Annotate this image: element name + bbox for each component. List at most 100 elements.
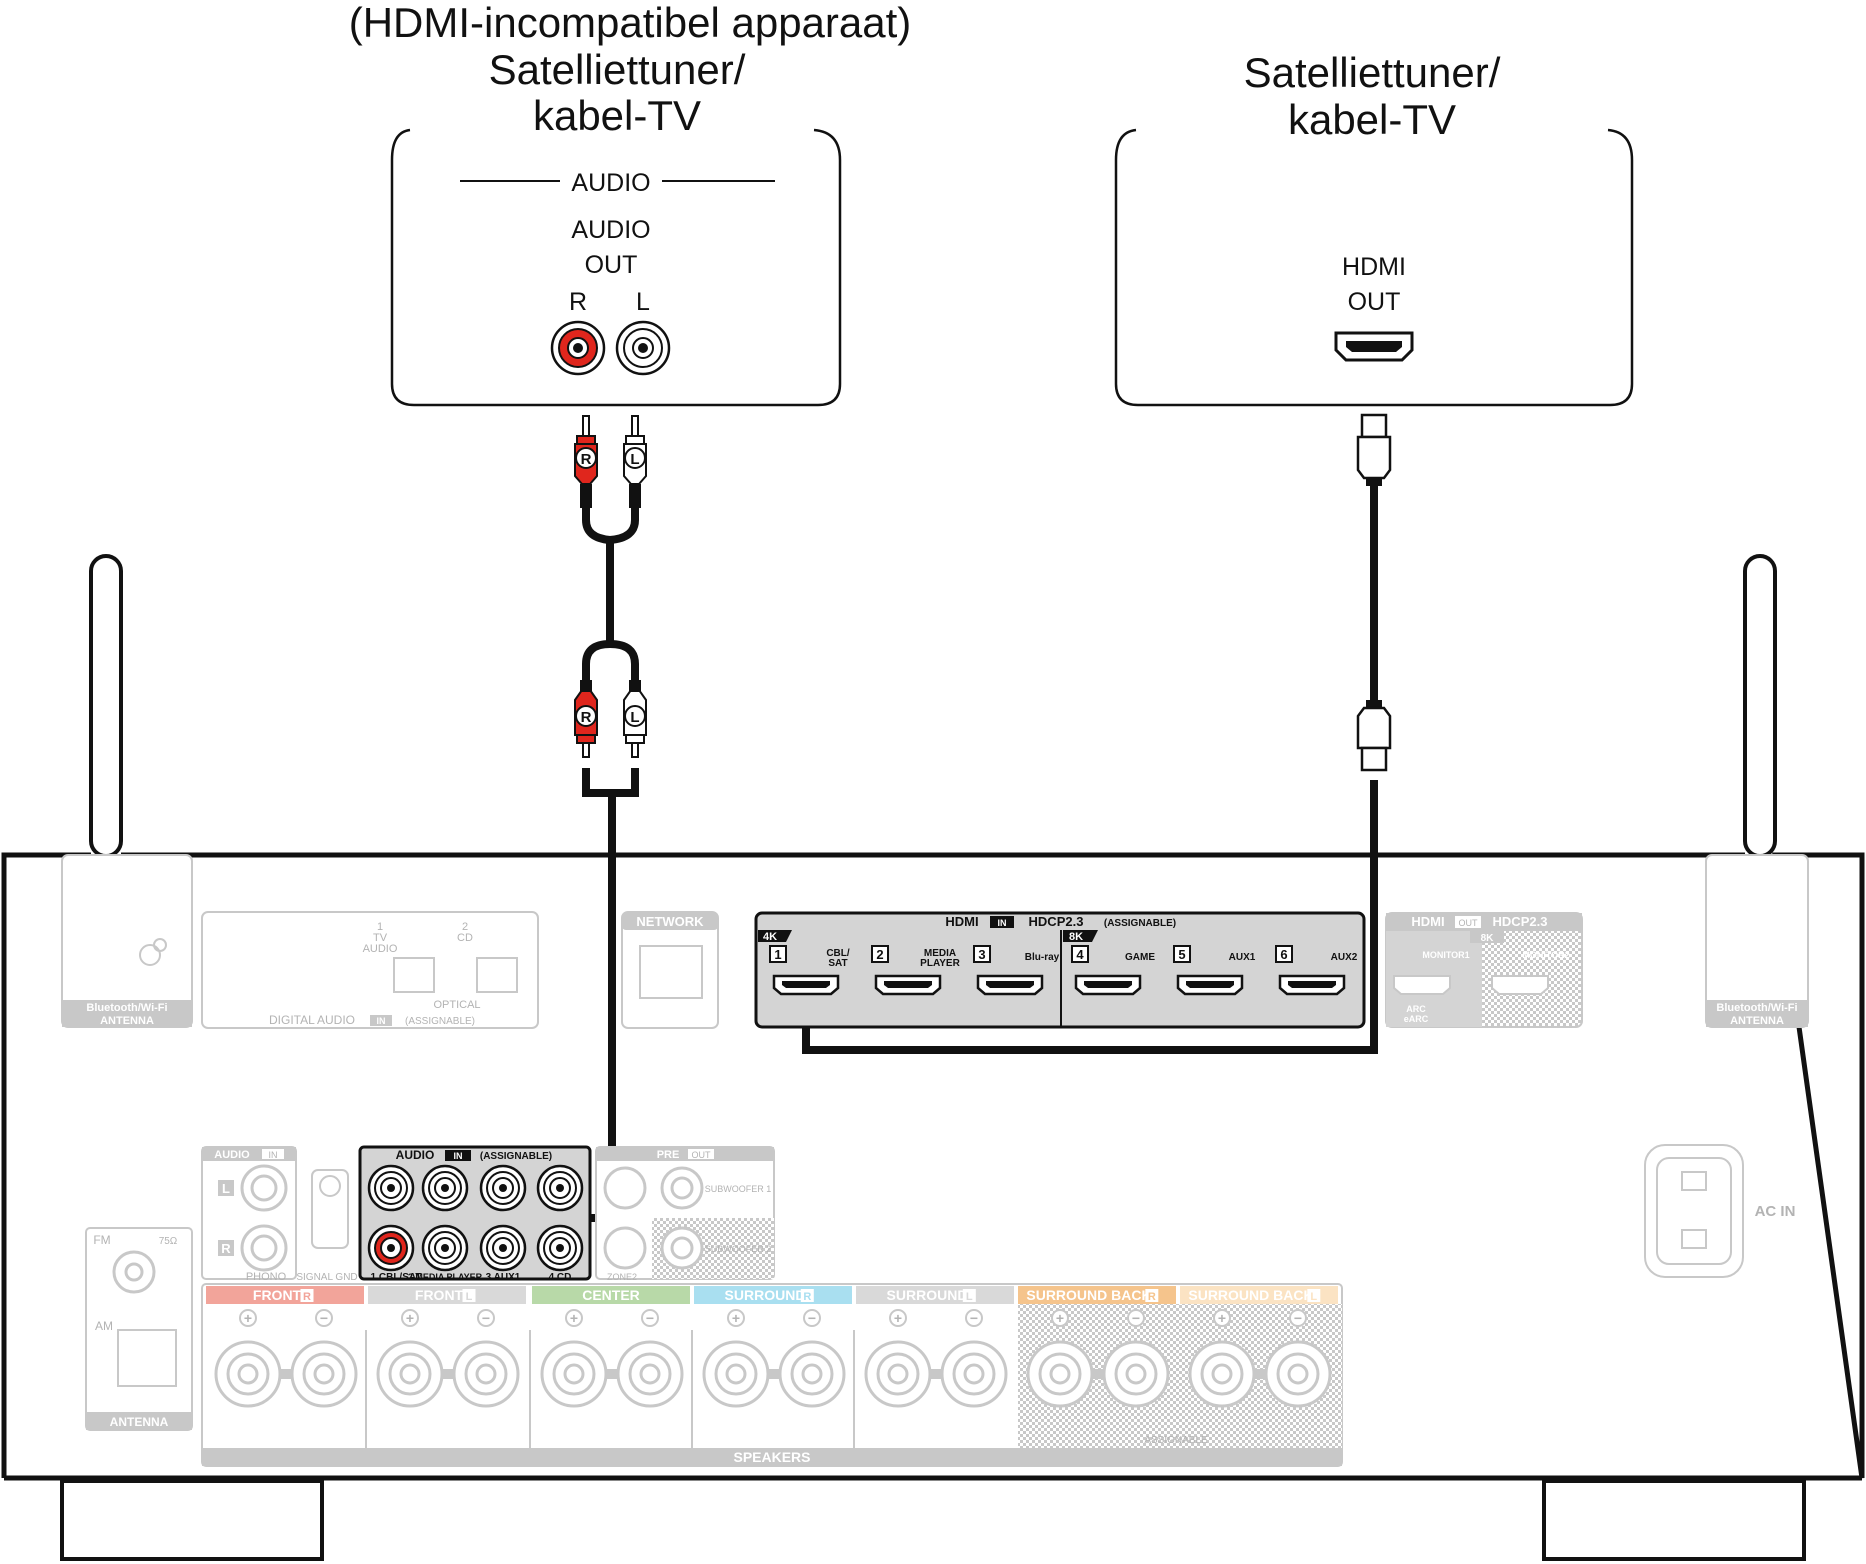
audio-out-label-line2: OUT — [585, 251, 638, 279]
audio-in-badge: IN — [454, 1151, 463, 1161]
speaker-group-side: L — [1310, 1291, 1317, 1303]
audio-in-jack — [367, 1224, 415, 1272]
digital-audio-footer-assignable: (ASSIGNABLE) — [405, 1016, 475, 1027]
audio-in-label-1: 1 CBL/SAT — [371, 1272, 422, 1283]
left-source-device: AUDIO AUDIO OUT R L — [390, 128, 842, 407]
hdmi-out-port — [1334, 331, 1414, 362]
left-device-title-line1: (HDMI-incompatibel apparaat) — [349, 0, 912, 46]
hdmi-in-port-number: 6 — [1280, 947, 1287, 962]
fm-am-antenna-terminal: FM 75Ω AM ANTENNA — [85, 1227, 193, 1431]
svg-text:−: − — [482, 1310, 490, 1326]
rca-plug-bottom-red: R — [574, 680, 598, 758]
hdmi-8k-badge: 8K — [1069, 931, 1083, 943]
audio-out-label-line1: AUDIO — [571, 216, 650, 244]
audio-section-label: AUDIO — [571, 169, 650, 197]
subwoofer1-label: SUBWOOFER 1 — [705, 1184, 772, 1194]
monitor2-label: MONITOR2 — [1522, 950, 1569, 960]
hdmi-in-assignable: (ASSIGNABLE) — [1104, 918, 1176, 929]
svg-text:+: + — [1218, 1310, 1226, 1326]
rca-audio-cable: R L R L — [376, 415, 647, 1249]
speaker-group-label: SURROUND — [725, 1287, 806, 1303]
hdmi-in-port-label: AUX1 — [1229, 952, 1256, 963]
digital-in1-line1: TV — [373, 932, 388, 944]
digital-audio-footer-in: IN — [377, 1016, 386, 1026]
earc-label: eARC — [1404, 1014, 1429, 1024]
audio-in-jack — [367, 1164, 415, 1212]
speaker-group-side: L — [966, 1291, 973, 1303]
hdmi-in-port-label-line2: SAT — [828, 958, 847, 969]
hdmi-out-badge: OUT — [1459, 918, 1479, 928]
bluetooth-antenna-terminal-left: Bluetooth/Wi-Fi ANTENNA — [61, 854, 193, 1028]
hdmi-in-port-4: 4 GAME — [1071, 945, 1155, 996]
left-device-title-line2: Satelliettuner/ — [489, 46, 746, 93]
phono-title: AUDIO — [214, 1149, 250, 1161]
audio-in-jack — [421, 1224, 469, 1272]
hdmi-out-8k-badge: 8K — [1481, 933, 1495, 944]
am-label: AM — [95, 1319, 113, 1333]
network-port: NETWORK — [621, 911, 719, 1029]
svg-text:+: + — [244, 1310, 252, 1326]
audio-in-panel: AUDIO IN (ASSIGNABLE) 1 CBL/SAT 2 MEDIA … — [358, 1145, 592, 1283]
fm-ohm-label: 75Ω — [159, 1236, 178, 1247]
fm-label: FM — [93, 1233, 110, 1247]
rca-plug-bottom-white: L — [623, 680, 647, 758]
svg-text:+: + — [732, 1310, 740, 1326]
phono-in-badge: IN — [269, 1150, 278, 1160]
fm-am-antenna-label: ANTENNA — [110, 1415, 169, 1429]
bt-antenna-left-line1: Bluetooth/Wi-Fi — [86, 1002, 167, 1014]
pre-out-panel: PRE OUT SUBWOOFER 1 SUBWOOFER 2 ZONE2 — [595, 1146, 775, 1282]
phono-input-panel: AUDIO IN L R PHONO SIGNAL GND — [201, 1146, 358, 1283]
hdmi-in-port-label: Blu-ray — [1025, 952, 1060, 963]
svg-text:−: − — [970, 1310, 978, 1326]
hdmi-4k-badge: 4K — [763, 931, 777, 943]
hdmi-out-label-line1: HDMI — [1342, 253, 1406, 281]
right-source-device: HDMI OUT — [1114, 128, 1634, 407]
hdmi-in-port-label: MEDIA — [924, 948, 956, 959]
pre-out-badge: OUT — [692, 1150, 712, 1160]
pre-out-title: PRE — [657, 1149, 680, 1161]
audio-in-assignable: (ASSIGNABLE) — [480, 1151, 552, 1162]
network-label: NETWORK — [636, 914, 704, 929]
hdmi-in-port-label: GAME — [1125, 952, 1155, 963]
hdmi-in-port-number: 2 — [876, 947, 883, 962]
hdmi-in-hdcp: HDCP2.3 — [1029, 914, 1084, 929]
rca-plug-bottom-white-label: L — [630, 709, 639, 726]
audio-in-label-2: 2 MEDIA PLAYER — [408, 1272, 483, 1282]
hdmi-in-in-badge: IN — [998, 918, 1007, 928]
digital-in2-line1: CD — [457, 932, 473, 944]
signal-gnd-label: SIGNAL GND — [296, 1272, 357, 1283]
phono-l-label: L — [222, 1181, 230, 1196]
speaker-group-side: R — [1148, 1291, 1156, 1303]
digital-in2-number: 2 — [462, 921, 468, 933]
svg-text:−: − — [1294, 1310, 1302, 1326]
speaker-group-label: SURROUND BACK — [1026, 1287, 1151, 1303]
audio-in-label-4: 4 CD — [549, 1272, 572, 1283]
audio-in-jack — [479, 1164, 527, 1212]
left-device-title-line3: kabel-TV — [533, 92, 701, 139]
bt-antenna-right-line2: ANTENNA — [1730, 1015, 1784, 1027]
speaker-group-side: R — [303, 1291, 311, 1303]
ac-in-label: AC IN — [1755, 1203, 1796, 1220]
svg-text:−: − — [646, 1310, 654, 1326]
speaker-group-label: SURROUND — [887, 1287, 968, 1303]
right-device-title-line1: Satelliettuner/ — [1244, 49, 1501, 96]
audio-out-l-label: L — [636, 288, 650, 316]
svg-text:+: + — [1056, 1310, 1064, 1326]
subwoofer2-label: SUBWOOFER 2 — [705, 1244, 772, 1254]
hdmi-in-port-number: 4 — [1076, 947, 1084, 962]
rca-plug-top-red: R — [574, 415, 598, 508]
digital-in1-number: 1 — [377, 921, 383, 933]
digital-audio-in-panel: 1 TV AUDIO 2 CD OPTICAL DIGITAL AUDIO IN… — [201, 911, 539, 1029]
speaker-group-label: FRONT — [253, 1287, 302, 1303]
svg-text:−: − — [808, 1310, 816, 1326]
rca-jack-red — [550, 320, 606, 376]
rca-plug-bottom-red-label: R — [581, 709, 592, 726]
speakers-label: SPEAKERS — [733, 1449, 810, 1465]
